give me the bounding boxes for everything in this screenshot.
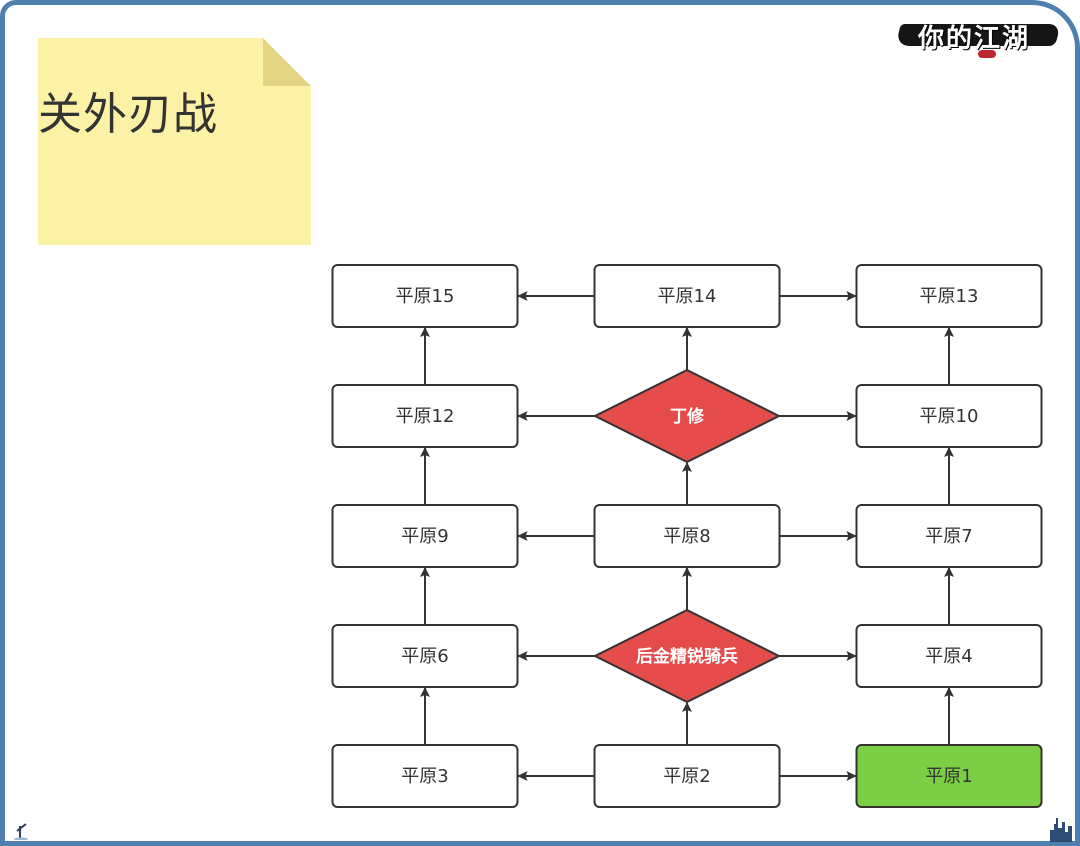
node-label: 平原10 [920,406,979,427]
node-label: 丁修 [670,406,705,427]
node-p14: 平原14 [593,264,781,328]
node-box [331,384,519,448]
node-box [593,264,781,328]
node-box [593,504,781,568]
page-title: 关外刃战 [38,89,218,140]
node-dx: 丁修 [592,368,782,464]
node-box [855,264,1043,328]
node-label: 平原9 [401,526,448,547]
node-p6: 平原6 [331,624,519,688]
node-p7: 平原7 [855,504,1043,568]
node-label: 平原3 [401,766,448,787]
node-box [855,504,1043,568]
node-label: 平原15 [396,286,455,307]
figure-icon [14,823,28,840]
node-box [855,744,1043,808]
game-logo: 你的江湖 [895,14,1061,60]
node-label: 平原12 [396,406,455,427]
node-box [331,624,519,688]
node-label: 后金精锐骑兵 [636,646,738,667]
node-p4: 平原4 [855,624,1043,688]
node-p3: 平原3 [331,744,519,808]
node-label: 平原6 [401,646,448,667]
node-box [331,504,519,568]
node-p12: 平原12 [331,384,519,448]
node-label: 平原7 [925,526,972,547]
logo-seal [978,50,996,58]
node-p1: 平原1 [855,744,1043,808]
node-label: 平原8 [663,526,710,547]
node-label: 平原4 [925,646,972,667]
node-label: 平原1 [925,766,972,787]
boss-diamond [592,608,782,704]
node-label: 平原14 [658,286,717,307]
node-box [331,744,519,808]
node-box [331,264,519,328]
node-label: 平原13 [920,286,979,307]
logo-text: 你的江湖 [918,24,1031,54]
node-p8: 平原8 [593,504,781,568]
sticky-note [38,38,311,245]
boss-diamond [592,368,782,464]
node-box [855,384,1043,448]
node-p13: 平原13 [855,264,1043,328]
node-label: 平原2 [663,766,710,787]
node-p15: 平原15 [331,264,519,328]
node-p9: 平原9 [331,504,519,568]
node-p2: 平原2 [593,744,781,808]
node-hj: 后金精锐骑兵 [592,608,782,704]
node-p10: 平原10 [855,384,1043,448]
node-box [593,744,781,808]
node-box [855,624,1043,688]
city-icon [1050,818,1072,842]
